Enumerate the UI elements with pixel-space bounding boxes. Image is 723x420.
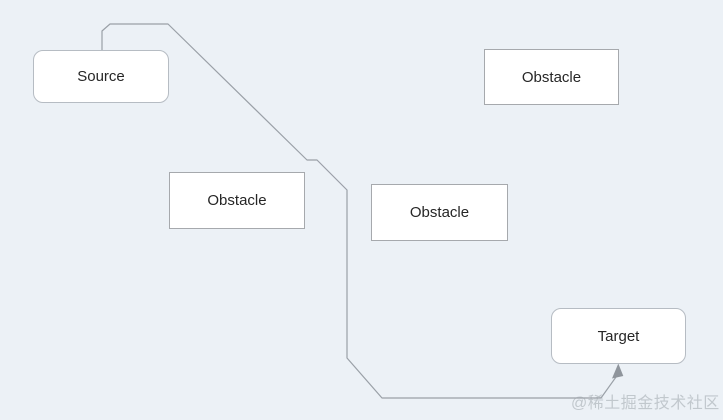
node-label: Obstacle [409,204,470,221]
node-obstacle-2[interactable]: Obstacle [169,172,305,229]
node-source[interactable]: Source [33,50,169,103]
node-obstacle-3[interactable]: Obstacle [371,184,508,241]
node-label: Obstacle [521,68,582,86]
node-label: Obstacle [207,192,267,209]
node-target[interactable]: Target [551,308,686,364]
watermark-text: @稀土掘金技术社区 [571,395,720,412]
edge-arrowhead-icon [612,363,624,379]
node-label: Target [597,327,640,345]
node-obstacle-1[interactable]: Obstacle [484,49,619,105]
node-label: Source [77,68,125,85]
